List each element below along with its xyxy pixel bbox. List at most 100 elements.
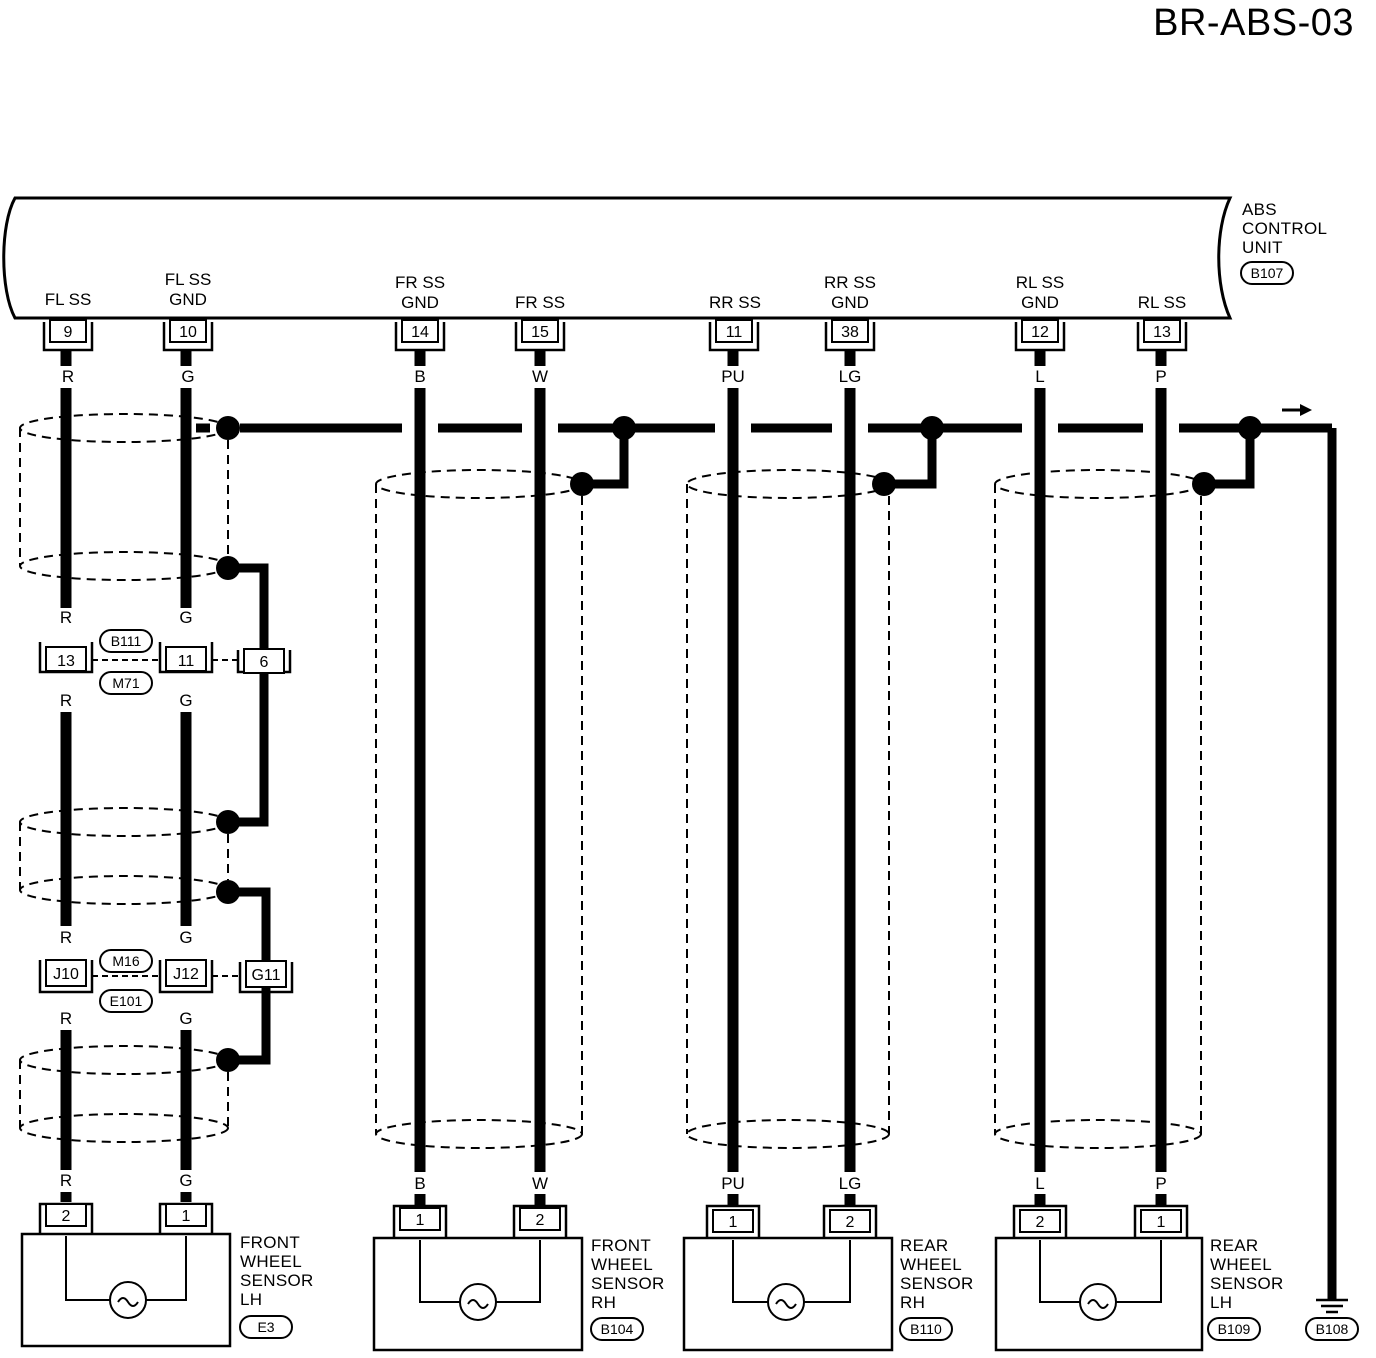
pin-10: 10: [162, 319, 214, 352]
page-title: BR-ABS-03: [1153, 2, 1354, 44]
abs-terminal-pins: 9 10 14 15 11 38 12: [42, 319, 1188, 352]
terminal-rl-ss-gnd-name-2: GND: [1021, 293, 1059, 312]
sensor-fl-label-4: LH: [240, 1290, 262, 1309]
pin-15: 15: [514, 319, 566, 352]
connector-b104: B104: [601, 1321, 634, 1337]
wire-label-l-top: L: [1035, 367, 1044, 386]
wire-label-r-j1-above: R: [60, 608, 72, 627]
connector-b109: B109: [1218, 1321, 1251, 1337]
terminal-rr-ss-name: RR SS: [709, 293, 761, 312]
terminal-fl-ss-gnd-name-2: GND: [169, 290, 207, 309]
sensor-rl-pin-2: 2: [1036, 1214, 1045, 1231]
wire-label-r-j1-below: R: [60, 691, 72, 710]
connector-badge-b108: [1305, 1317, 1359, 1341]
terminal-rl-ss-name: RL SS: [1138, 293, 1187, 312]
sensor-rr-label-4: RH: [900, 1293, 925, 1312]
connector-badge-b104: [590, 1317, 644, 1341]
front-wheel-sensor-lh: 2 1 FRONT WHEEL SENSOR LH E3: [20, 1202, 314, 1348]
connector-b110: B110: [910, 1321, 942, 1337]
svg-text:13: 13: [1153, 324, 1171, 341]
connector-b108: B108: [1316, 1321, 1349, 1337]
wire-label-lg-top: LG: [839, 367, 862, 386]
connector-b111: B111: [111, 633, 142, 649]
front-wheel-sensor-rh: 1 2 FRONT WHEEL SENSOR RH B104: [372, 1204, 665, 1352]
svg-text:10: 10: [179, 324, 197, 341]
abs-unit-label-2: CONTROL: [1242, 219, 1327, 238]
wire-label-pu-bottom: PU: [721, 1174, 745, 1193]
connector-m16: M16: [112, 953, 139, 969]
abs-unit-outline: [2, 196, 1233, 320]
sensor-fl-label-2: WHEEL: [240, 1252, 302, 1271]
svg-text:14: 14: [411, 324, 429, 341]
wire-label-r-j2-above: R: [60, 928, 72, 947]
wire-label-b-bottom: B: [414, 1174, 425, 1193]
sensor-fr-label-3: SENSOR: [591, 1274, 665, 1293]
pin-14: 14: [394, 319, 446, 352]
pin-9: 9: [42, 319, 94, 352]
pin-12: 12: [1014, 319, 1066, 352]
connector-badge-m71: [99, 671, 153, 695]
sensor-wire-labels: R G B W PU LG L P: [60, 1171, 1167, 1193]
wire-label-r-top: R: [62, 367, 74, 386]
pin-13: 13: [1136, 319, 1188, 352]
splice-dots: [216, 416, 1262, 1072]
abs-wire-labels: R G B W PU LG L P: [62, 367, 1167, 386]
wire-label-g-j2-below: G: [179, 1009, 192, 1028]
wire-label-p-top: P: [1155, 367, 1166, 386]
wire-label-g-bottom: G: [179, 1171, 192, 1190]
joint-connector-b111-m71: R G 13 11 6 B111 M71 R G: [38, 608, 292, 710]
sensor-rl-label-3: SENSOR: [1210, 1274, 1284, 1293]
wire-label-w-top: W: [532, 367, 548, 386]
pin-11: 11: [708, 319, 760, 352]
terminal-rr-ss-gnd-name-1: RR SS: [824, 273, 876, 292]
terminal-fl-ss-gnd-name-1: FL SS: [165, 270, 212, 289]
sensor-fl-label-3: SENSOR: [240, 1271, 314, 1290]
joint1-pin-6: 6: [260, 654, 269, 671]
abs-unit-connector: B107: [1251, 265, 1284, 281]
joint2-pin-j10: J10: [53, 966, 79, 983]
joint1-pin-11: 11: [178, 653, 195, 670]
terminal-fr-ss-gnd-name-2: GND: [401, 293, 439, 312]
sensor-fr-label-4: RH: [591, 1293, 616, 1312]
wire-label-g-j2-above: G: [179, 928, 192, 947]
rear-wheel-sensor-rh: 1 2 REAR WHEEL SENSOR RH B110: [682, 1204, 973, 1352]
sensor-rh-pin-1: 1: [416, 1212, 425, 1229]
sensor-rr-label-1: REAR: [900, 1236, 948, 1255]
connector-badge-b111: [99, 629, 153, 653]
connector-e101: E101: [110, 993, 143, 1009]
wire-label-pu-top: PU: [721, 367, 745, 386]
ground-symbol-icon: [1316, 1298, 1348, 1314]
sensor-lh-pin-1: 1: [182, 1208, 191, 1225]
sensor-fr-label-2: WHEEL: [591, 1255, 653, 1274]
connector-badge-m16: [99, 949, 153, 973]
connector-m71: M71: [112, 675, 139, 691]
connector-badge-b110: [899, 1317, 953, 1341]
connector-badge-b109: [1207, 1317, 1261, 1341]
sensor-lh-pin-2: 2: [62, 1208, 71, 1225]
wire-label-r-bottom: R: [60, 1171, 72, 1190]
sensor-fl-label-1: FRONT: [240, 1233, 300, 1252]
wire-label-g-j1-above: G: [179, 608, 192, 627]
abs-unit-connector-badge: [1240, 261, 1294, 285]
sensor-rl-label-2: WHEEL: [1210, 1255, 1272, 1274]
terminal-fr-ss-name: FR SS: [515, 293, 565, 312]
sensor-rl-label-1: REAR: [1210, 1236, 1258, 1255]
terminal-rr-ss-gnd-name-2: GND: [831, 293, 869, 312]
wire-label-g-top: G: [181, 367, 194, 386]
sensor-rr-pin-1: 1: [729, 1214, 738, 1231]
terminal-rl-ss-gnd-name-1: RL SS: [1016, 273, 1065, 292]
sensor-rh-pin-2: 2: [536, 1212, 545, 1229]
terminal-fl-ss-name: FL SS: [45, 290, 92, 309]
pin-38: 38: [824, 319, 876, 352]
wire-label-b-top: B: [414, 367, 425, 386]
wire-label-p-bottom: P: [1155, 1174, 1166, 1193]
sensor-rl-pin-1: 1: [1157, 1214, 1166, 1231]
bus-arrow-icon: [1282, 404, 1312, 416]
svg-text:38: 38: [841, 324, 859, 341]
sensor-rr-pin-2: 2: [846, 1214, 855, 1231]
svg-text:12: 12: [1031, 324, 1049, 341]
terminal-fr-ss-gnd-name-1: FR SS: [395, 273, 445, 292]
connector-badge-e3: [239, 1315, 293, 1339]
joint-connector-m16-e101: R G J10 J12 G11 M16 E101 R G: [38, 928, 294, 1028]
